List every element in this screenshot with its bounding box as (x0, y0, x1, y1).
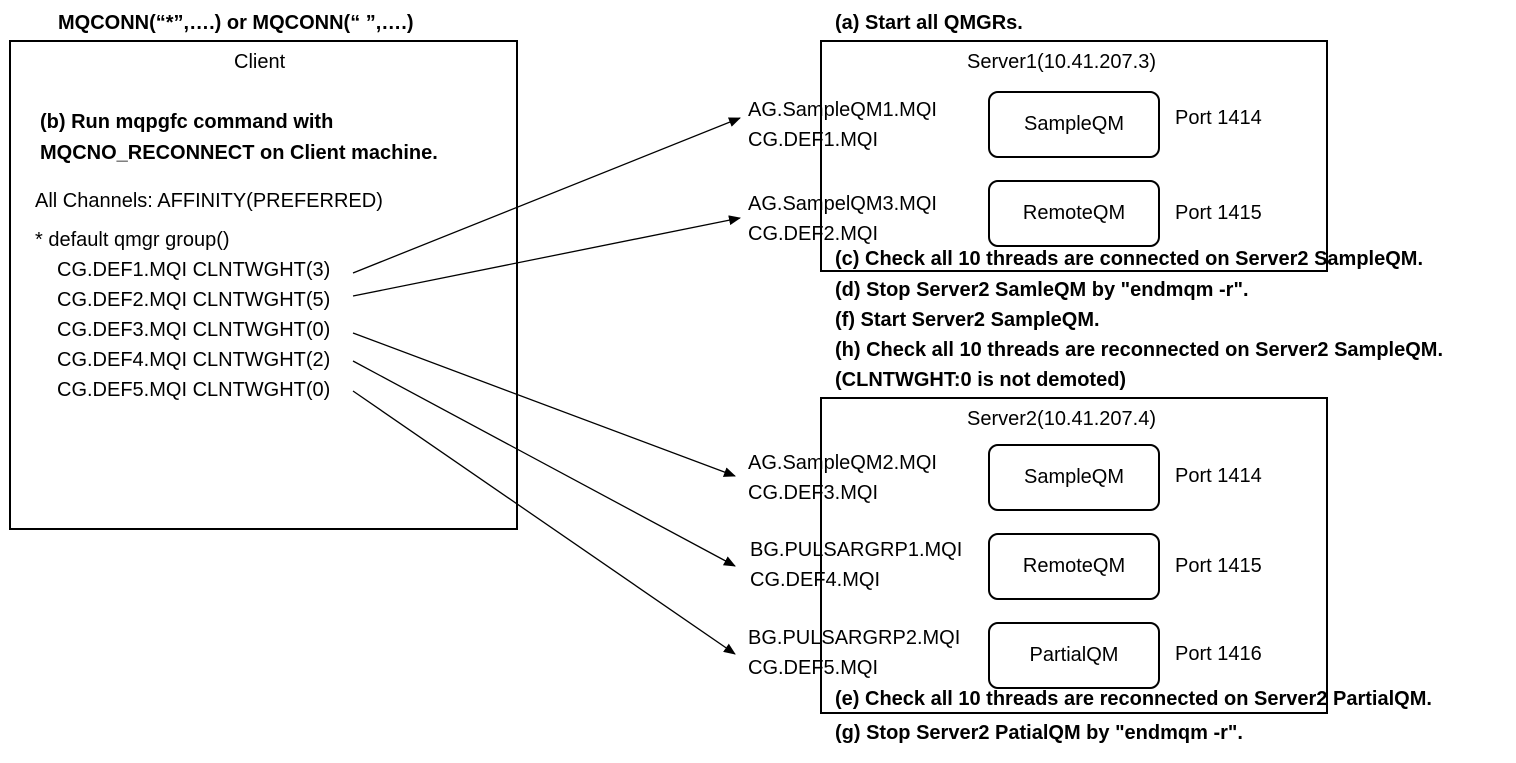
server2-channel-def3: CG.DEF3.MQI (748, 482, 879, 504)
server1-channel-def2: CG.DEF2.MQI (748, 223, 879, 245)
step-b-line2: MQCNO_RECONNECT on Client machine. (40, 142, 438, 164)
server2-title: Server2(10.41.207.4) (967, 408, 1157, 430)
server1-qmgr-remoteqm: RemoteQM (988, 180, 1160, 247)
server1-channel-def1: CG.DEF1.MQI (748, 129, 879, 151)
server2-qmgr-remoteqm: RemoteQM (988, 533, 1160, 600)
server1-channel-ag-sampleqm1: AG.SampleQM1.MQI (748, 99, 937, 121)
server2-qmgr-partialqm: PartialQM (988, 622, 1160, 689)
client-channel-def3: CG.DEF3.MQI CLNTWGHT(0) (57, 319, 331, 341)
client-channel-def4: CG.DEF4.MQI CLNTWGHT(2) (57, 349, 331, 371)
step-f: (f) Start Server2 SampleQM. (835, 309, 1100, 331)
step-g: (g) Stop Server2 PatialQM by "endmqm -r"… (835, 722, 1243, 744)
step-c: (c) Check all 10 threads are connected o… (835, 248, 1424, 270)
qmgr-label: SampleQM (1023, 466, 1125, 488)
step-d: (d) Stop Server2 SamleQM by "endmqm -r". (835, 279, 1249, 301)
step-e: (e) Check all 10 threads are reconnected… (835, 688, 1432, 710)
step-a: (a) Start all QMGRs. (835, 12, 1023, 34)
server1-box (820, 40, 1328, 272)
server1-title: Server1(10.41.207.3) (967, 51, 1157, 73)
server1-port-1414: Port 1414 (1175, 107, 1262, 129)
server2-box (820, 397, 1328, 714)
step-h: (h) Check all 10 threads are reconnected… (835, 339, 1444, 361)
server2-port-1415: Port 1415 (1175, 555, 1262, 577)
client-channel-def5: CG.DEF5.MQI CLNTWGHT(0) (57, 379, 331, 401)
server1-channel-ag-sampelqm3: AG.SampelQM3.MQI (748, 193, 937, 215)
server2-port-1416: Port 1416 (1175, 643, 1262, 665)
qmgr-group-label: * default qmgr group() (35, 229, 230, 251)
step-h-note: (CLNTWGHT:0 is not demoted) (835, 369, 1127, 391)
client-channel-def1: CG.DEF1.MQI CLNTWGHT(3) (57, 259, 331, 281)
server2-channel-bg-pulsargrp2: BG.PULSARGRP2.MQI (748, 627, 961, 649)
step-b-line1: (b) Run mqpgfc command with (40, 111, 334, 133)
server2-channel-ag-sampleqm2: AG.SampleQM2.MQI (748, 452, 937, 474)
client-channel-def2: CG.DEF2.MQI CLNTWGHT(5) (57, 289, 331, 311)
server2-channel-bg-pulsargrp1: BG.PULSARGRP1.MQI (750, 539, 963, 561)
server1-port-1415: Port 1415 (1175, 202, 1262, 224)
qmgr-label: RemoteQM (1022, 202, 1126, 224)
affinity-label: All Channels: AFFINITY(PREFERRED) (35, 190, 383, 212)
qmgr-label: PartialQM (1029, 644, 1119, 666)
server2-channel-def5: CG.DEF5.MQI (748, 657, 879, 679)
qmgr-label: SampleQM (1023, 113, 1125, 135)
client-title: Client (234, 51, 286, 73)
server2-qmgr-sampleqm: SampleQM (988, 444, 1160, 511)
server1-qmgr-sampleqm: SampleQM (988, 91, 1160, 158)
server2-port-1414: Port 1414 (1175, 465, 1262, 487)
mqconn-heading: MQCONN(“*”,….) or MQCONN(“ ”,….) (58, 12, 414, 34)
server2-channel-def4: CG.DEF4.MQI (750, 569, 881, 591)
qmgr-label: RemoteQM (1022, 555, 1126, 577)
